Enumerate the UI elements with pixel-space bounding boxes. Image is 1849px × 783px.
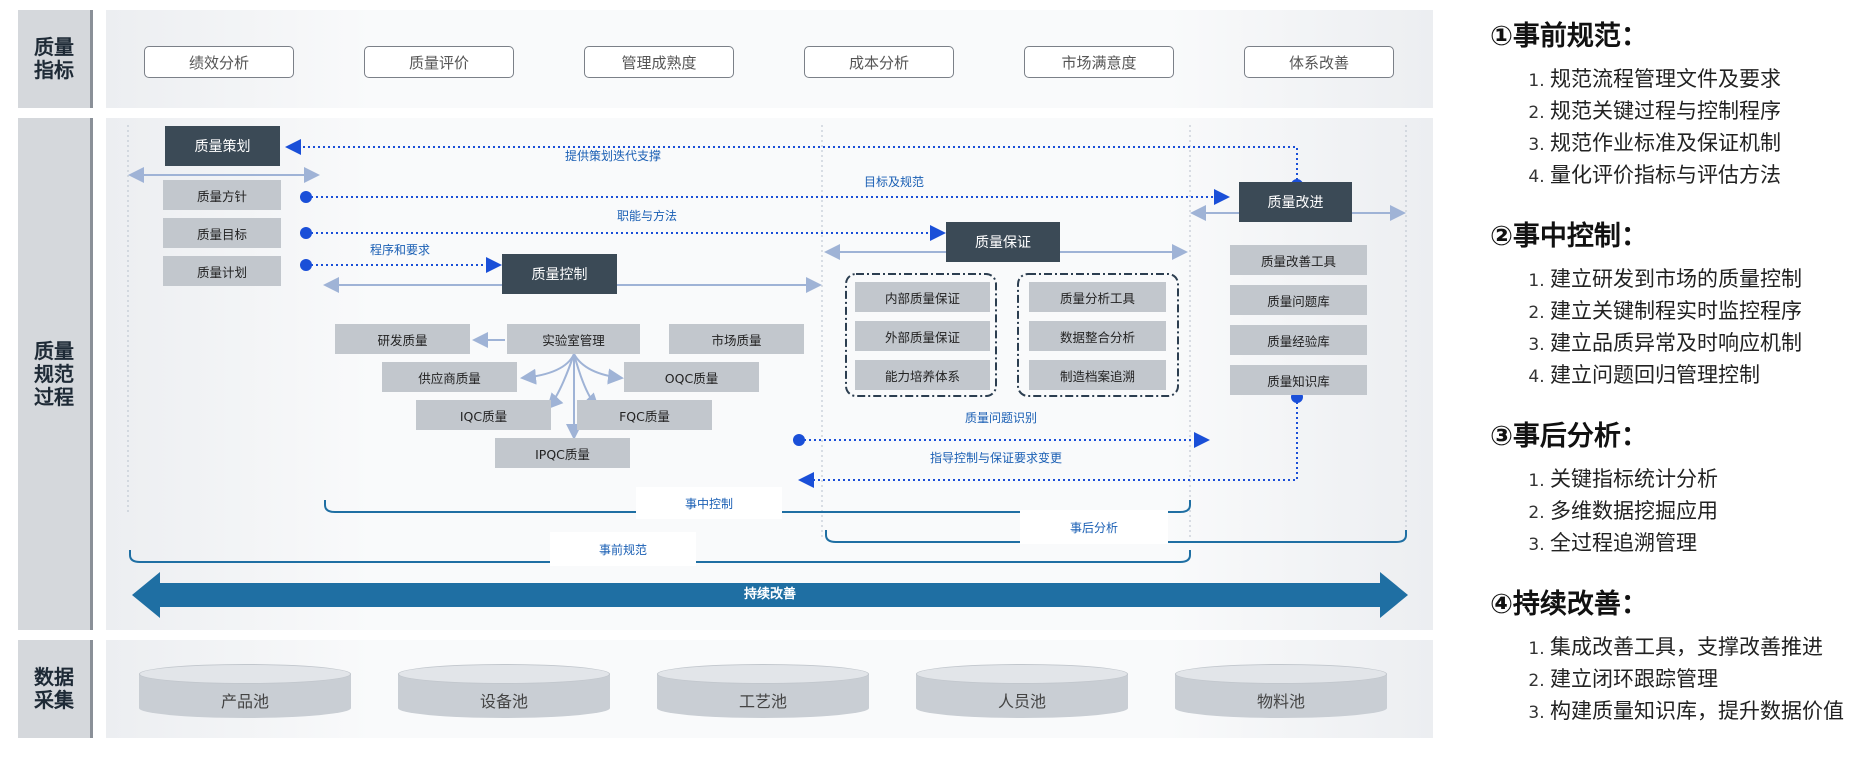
side-item: 全过程追溯管理 [1550, 527, 1848, 559]
process-panel [106, 118, 1433, 630]
control-title: 质量控制 [502, 254, 617, 294]
control-item-supplier: 供应商质量 [382, 362, 517, 392]
metrics-panel [106, 10, 1433, 108]
metric-satisfaction: 市场满意度 [1024, 46, 1174, 78]
side-item: 建立关键制程实时监控程序 [1550, 295, 1848, 327]
side-section-continuous: ④持续改善： 集成改善工具，支撑改善推进 建立闭环跟踪管理 构建质量知识库，提升… [1490, 582, 1848, 727]
metric-evaluation: 质量评价 [364, 46, 514, 78]
planning-item-policy: 质量方针 [163, 180, 281, 210]
improvement-item-tools: 质量改善工具 [1230, 245, 1367, 275]
improvement-title: 质量改进 [1239, 182, 1352, 222]
flow-label-functions: 职能与方法 [617, 209, 678, 223]
side-title-during: ②事中控制： [1490, 221, 1648, 252]
improvement-item-knowledge-db: 质量知识库 [1230, 365, 1367, 395]
side-title-before: ①事前规范： [1490, 21, 1648, 52]
control-item-fqc: FQC质量 [577, 400, 712, 430]
side-item: 规范关键过程与控制程序 [1550, 95, 1848, 127]
flow-label-procedures: 程序和要求 [370, 243, 431, 257]
assurance-item-internal: 内部质量保证 [855, 282, 990, 312]
improvement-item-problem-db: 质量问题库 [1230, 285, 1367, 315]
pool-material-label: 物料池 [1256, 692, 1305, 711]
control-item-ipqc: IPQC质量 [495, 438, 630, 468]
pool-product-label: 产品池 [220, 692, 269, 711]
side-item: 关键指标统计分析 [1550, 463, 1848, 495]
assurance-title: 质量保证 [946, 222, 1060, 262]
bracket-label-during: 事中控制 [636, 487, 782, 519]
pool-equipment: 设备池 [398, 664, 610, 720]
pool-personnel-label: 人员池 [997, 692, 1046, 711]
pool-process-label: 工艺池 [738, 692, 787, 711]
side-item: 建立品质异常及时响应机制 [1550, 327, 1848, 359]
assurance-item-capability: 能力培养体系 [855, 360, 990, 390]
control-item-market: 市场质量 [669, 324, 804, 354]
assurance-item-traceability: 制造档案追溯 [1029, 360, 1166, 390]
assurance-item-data-integration: 数据整合分析 [1029, 321, 1166, 351]
pool-material: 物料池 [1175, 664, 1387, 720]
continuous-improvement-label: 持续改善 [743, 587, 796, 602]
control-item-oqc: OQC质量 [624, 362, 759, 392]
flow-label-problem-identify: 质量问题识别 [965, 411, 1038, 425]
pool-personnel: 人员池 [916, 664, 1128, 720]
side-item: 规范作业标准及保证机制 [1550, 127, 1848, 159]
row-label-metrics: 质量 指标 [18, 10, 93, 108]
planning-item-plan: 质量计划 [163, 256, 281, 286]
assurance-item-analysis-tools: 质量分析工具 [1029, 282, 1166, 312]
bracket-label-before: 事前规范 [550, 532, 696, 566]
control-item-lab: 实验室管理 [507, 324, 640, 354]
planning-item-objectives: 质量目标 [163, 218, 281, 248]
metric-performance: 绩效分析 [144, 46, 294, 78]
row-label-process: 质量 规范 过程 [18, 118, 93, 630]
side-section-after: ③事后分析： 关键指标统计分析 多维数据挖掘应用 全过程追溯管理 [1490, 414, 1848, 559]
flow-connectors [127, 125, 1408, 618]
metric-cost: 成本分析 [804, 46, 954, 78]
flow-label-planning-support: 提供策划迭代支撑 [565, 149, 662, 163]
side-item: 量化评价指标与评估方法 [1550, 159, 1848, 191]
side-item: 规范流程管理文件及要求 [1550, 63, 1848, 95]
metric-system: 体系改善 [1244, 46, 1394, 78]
metric-maturity: 管理成熟度 [584, 46, 734, 78]
side-item: 多维数据挖掘应用 [1550, 495, 1848, 527]
flow-label-goals: 目标及规范 [864, 175, 925, 189]
improvement-item-experience-db: 质量经验库 [1230, 325, 1367, 355]
assurance-item-external: 外部质量保证 [855, 321, 990, 351]
side-title-continuous: ④持续改善： [1490, 589, 1648, 620]
side-title-after: ③事后分析： [1490, 421, 1648, 452]
row-label-data: 数据 采集 [18, 640, 93, 738]
side-section-during: ②事中控制： 建立研发到市场的质量控制 建立关键制程实时监控程序 建立品质异常及… [1490, 214, 1848, 391]
flow-label-guidance-change: 指导控制与保证要求变更 [930, 451, 1063, 465]
side-section-before: ①事前规范： 规范流程管理文件及要求 规范关键过程与控制程序 规范作业标准及保证… [1490, 14, 1848, 191]
pool-product: 产品池 [139, 664, 351, 720]
planning-title: 质量策划 [165, 126, 280, 166]
side-item: 建立研发到市场的质量控制 [1550, 263, 1848, 295]
pool-process: 工艺池 [657, 664, 869, 720]
control-item-iqc: IQC质量 [416, 400, 551, 430]
pool-equipment-label: 设备池 [479, 692, 528, 711]
side-item: 构建质量知识库，提升数据价值 [1550, 695, 1848, 727]
side-item: 集成改善工具，支撑改善推进 [1550, 631, 1848, 663]
side-item: 建立问题回归管理控制 [1550, 359, 1848, 391]
bracket-label-after: 事后分析 [1020, 510, 1168, 544]
side-item: 建立闭环跟踪管理 [1550, 663, 1848, 695]
control-item-rd: 研发质量 [335, 324, 470, 354]
